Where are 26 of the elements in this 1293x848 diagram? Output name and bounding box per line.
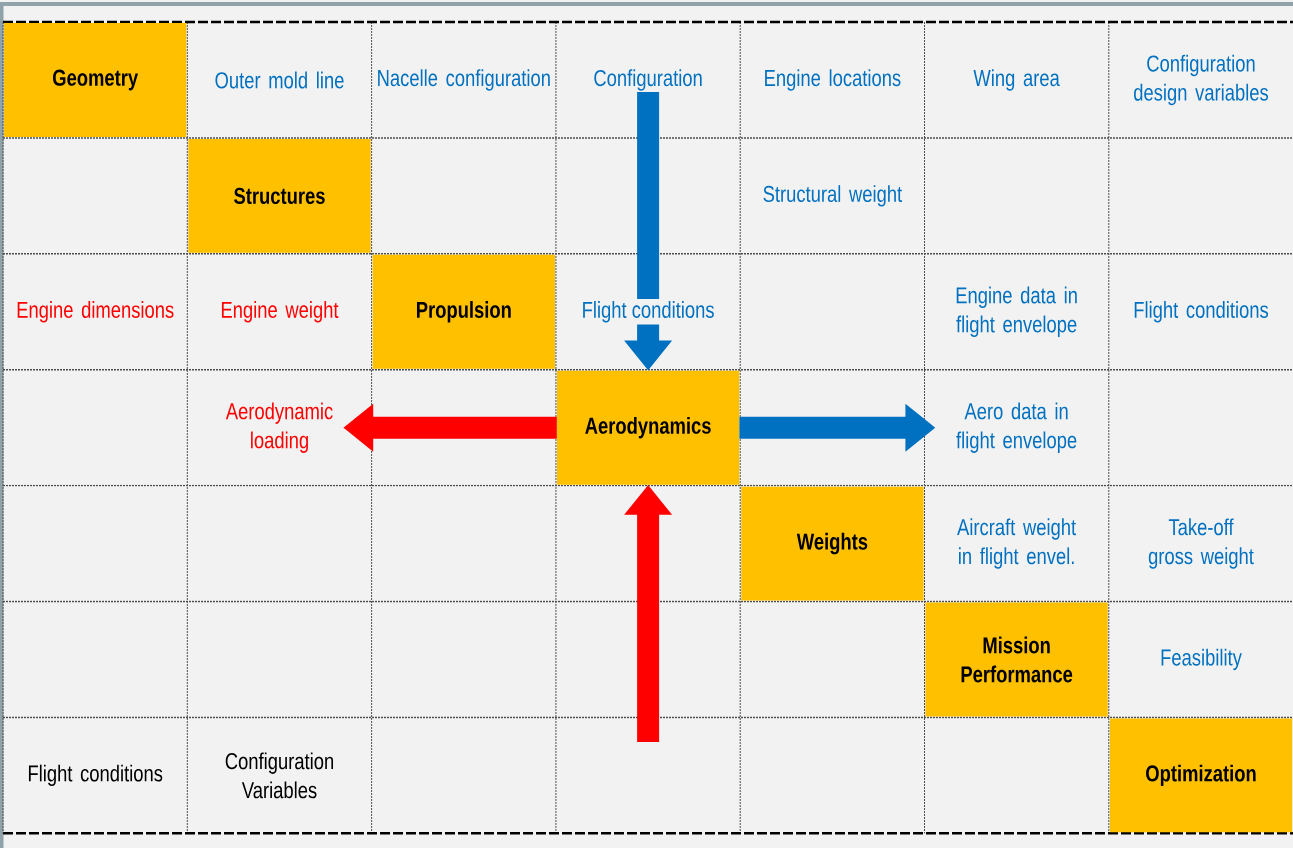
cell-text: Aero data in flight envelope	[956, 402, 1077, 453]
cell-text: Wing area	[973, 69, 1060, 91]
discipline-box: Propulsion	[372, 254, 555, 369]
cell-text: Engine data in flight envelope	[956, 286, 1077, 337]
cell-text: Feasibility	[1161, 648, 1242, 671]
cell-text: Outer mold line	[215, 71, 344, 89]
cell-text: Nacelle configuration	[378, 69, 550, 91]
discipline-box: Mission Performance	[925, 602, 1108, 717]
cell-text: Take-off gross weight	[1148, 518, 1254, 569]
cell-text: Flight conditions	[1134, 301, 1269, 323]
discipline-box: Weights	[741, 486, 924, 601]
discipline-box: Geometry	[4, 23, 187, 137]
cell-text: Flight conditions	[28, 764, 163, 787]
cell-text: Configuration	[594, 69, 702, 91]
discipline-box: Structures	[188, 138, 371, 253]
discipline-box: Optimization	[1109, 718, 1293, 833]
cell-text: Configuration design variables	[1134, 54, 1269, 106]
cell-text: Structural weight	[763, 185, 903, 207]
cell-text: Flight conditions	[579, 299, 717, 325]
cell-text: Engine locations	[765, 69, 901, 91]
discipline-box: Aerodynamics	[556, 370, 740, 485]
cell-text: Configuration Variables	[225, 752, 333, 799]
cell-text: Engine weight	[221, 301, 339, 323]
cell-text: Aircraft weight in flight envel.	[957, 518, 1076, 569]
cell-text: Aerodynamic loading	[225, 402, 333, 453]
cell-text: Engine dimensions	[17, 301, 174, 323]
